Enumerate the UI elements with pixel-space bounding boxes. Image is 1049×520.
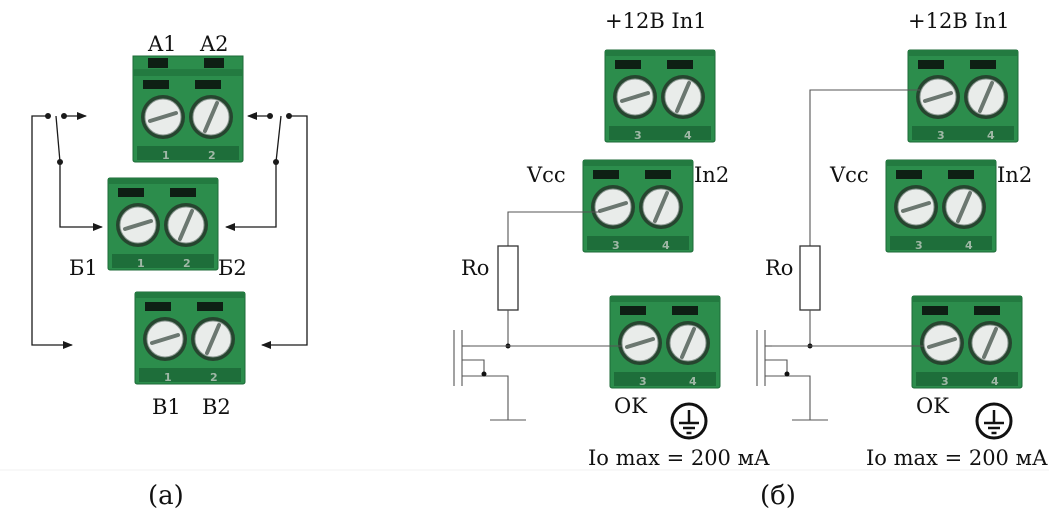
c1-mid-number-3: 3 [612, 239, 620, 252]
c1-ro-label: Ro [461, 256, 489, 280]
label-v1: B1 [152, 395, 181, 419]
terminal-block-a: 1 2 [131, 55, 245, 164]
caption-a: (a) [148, 481, 184, 511]
wiring-right [225, 112, 308, 349]
label-a2: A2 [199, 32, 229, 56]
block-v-number-2: 2 [210, 371, 218, 384]
c2-mid-number-3: 3 [915, 239, 923, 252]
c2-imax-label: Io max = 200 мА [866, 446, 1048, 470]
c2-in2-label: In2 [997, 163, 1032, 187]
wiring-left [31, 112, 103, 349]
c1-imax-label: Io max = 200 мА [588, 446, 770, 470]
c1-ok-label: OK [614, 394, 647, 418]
c2-ro-label: Ro [765, 256, 793, 280]
c1-top-number-4: 4 [684, 129, 692, 142]
terminal-block-v: 1 2 [133, 290, 247, 386]
label-b2: Б2 [218, 256, 247, 280]
label-v2: B2 [202, 395, 231, 419]
block-a-number-2: 2 [208, 149, 216, 162]
c1-vcc-label: Vcc [526, 163, 566, 187]
c1-mid-number-4: 4 [662, 239, 670, 252]
c2-top-number-3: 3 [937, 129, 945, 142]
circuit-1: 3 4 3 4 3 4 +12B In1 Vcc In2 Ro OK Io ma… [453, 9, 770, 470]
label-b1: Б1 [69, 256, 98, 280]
block-v-number-1: 1 [164, 371, 172, 384]
ground-icon [670, 402, 708, 440]
caption-b: (б) [760, 481, 796, 511]
c1-in2-label: In2 [694, 163, 729, 187]
block-b-number-1: 1 [137, 257, 145, 270]
c1-top-label: +12B In1 [605, 9, 707, 33]
c1-bot-number-4: 4 [689, 375, 697, 388]
c2-resistor [799, 245, 821, 311]
c2-mid-number-4: 4 [965, 239, 973, 252]
label-a1: A1 [147, 32, 177, 56]
terminal-block-b: 1 2 [106, 176, 220, 272]
c2-bot-number-4: 4 [991, 375, 999, 388]
c1-resistor [497, 245, 519, 311]
c2-top-number-4: 4 [987, 129, 995, 142]
c2-vcc-label: Vcc [829, 163, 869, 187]
c1-top-number-3: 3 [634, 129, 642, 142]
c2-bot-number-3: 3 [941, 375, 949, 388]
block-b-number-2: 2 [183, 257, 191, 270]
c2-top-label: +12B In1 [908, 9, 1010, 33]
ground-icon [975, 402, 1013, 440]
circuit-2: 3 4 3 4 3 4 +12B In1 Vcc In2 Ro OK Io ma… [756, 9, 1048, 470]
panel-a: 1 2 1 2 1 2 [31, 32, 308, 511]
block-a-number-1: 1 [162, 149, 170, 162]
c2-ok-label: OK [916, 394, 949, 418]
c1-bot-number-3: 3 [639, 375, 647, 388]
